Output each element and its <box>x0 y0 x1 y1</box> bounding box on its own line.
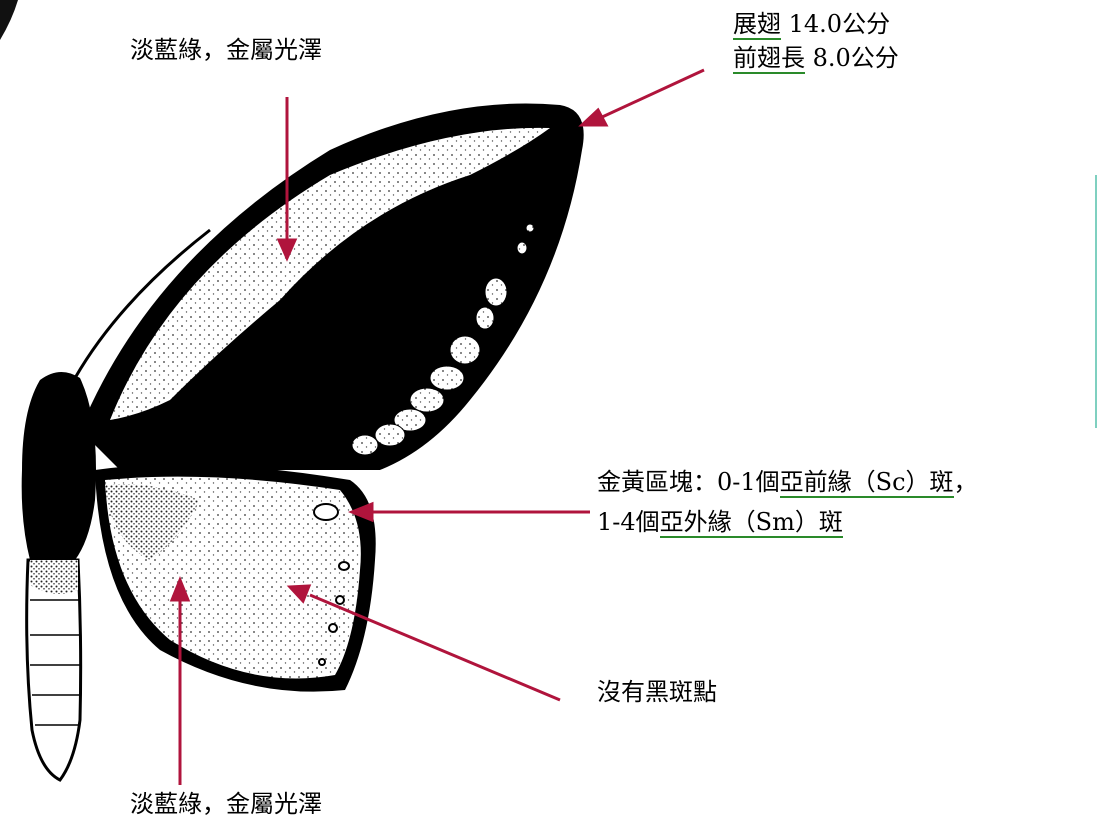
forewing <box>80 103 584 470</box>
label-forewing: 前翅長 8.0公分 <box>733 44 899 73</box>
label-wingspan: 展翅 14.0公分 <box>733 10 890 39</box>
label-top-left: 淡藍綠，金屬光澤 <box>130 36 322 65</box>
label-golden-line1: 金黃區塊：0-1個亞前緣（Sc）斑， <box>597 468 978 497</box>
thorax <box>22 372 96 560</box>
label-bottom-left: 淡藍綠，金屬光澤 <box>130 790 322 819</box>
wingspan-value: 14.0公分 <box>781 10 890 38</box>
arrow-wingspan-head <box>582 110 606 125</box>
label-golden-line2: 1-4個亞外緣（Sm）斑 <box>597 508 843 537</box>
arrow-wingspan <box>600 70 704 118</box>
golden-sc: 亞前緣（Sc）斑 <box>780 468 954 498</box>
corner-shadow <box>0 0 18 40</box>
forewing-value: 8.0公分 <box>805 44 899 72</box>
golden-sm: 亞外緣（Sm）斑 <box>660 508 843 538</box>
forewing-term: 前翅長 <box>733 44 805 74</box>
golden-comma: ， <box>954 468 978 496</box>
golden-line2-prefix: 1-4個 <box>597 508 660 536</box>
label-no-spots: 沒有黑斑點 <box>597 678 717 707</box>
golden-prefix: 金黃區塊：0-1個 <box>597 468 780 496</box>
wingspan-term: 展翅 <box>733 10 781 40</box>
